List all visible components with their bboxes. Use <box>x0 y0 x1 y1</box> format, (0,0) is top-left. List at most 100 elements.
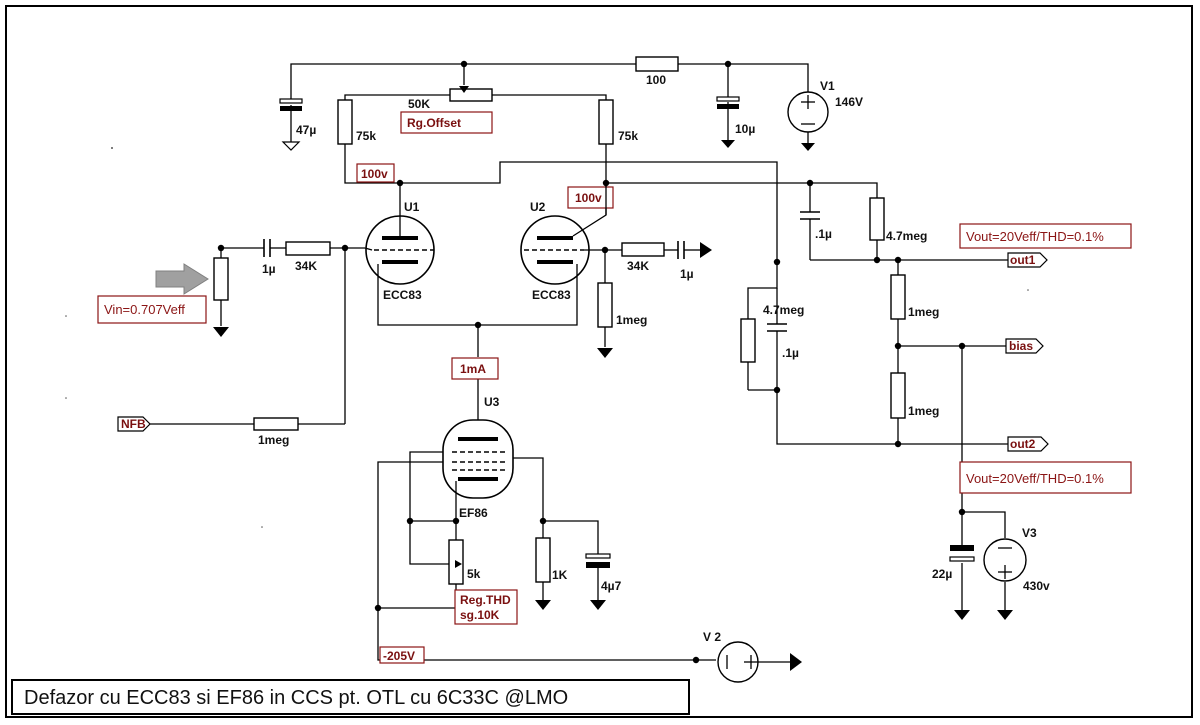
ground-icon <box>213 327 229 337</box>
capacitor-01u-mid <box>767 323 787 332</box>
label-v3-name: V3 <box>1022 526 1037 540</box>
label-r-47meg-top: 4.7meg <box>886 229 927 243</box>
note-vout2 <box>959 461 1132 494</box>
label-pot-50k: 50K <box>408 97 430 111</box>
voltage-source-v2 <box>696 641 802 683</box>
label-pot-5k: 5k <box>467 567 481 581</box>
label-v1-value: 146V <box>835 95 863 109</box>
label-c-47u: 47µ <box>296 123 316 137</box>
capacitor-1u-input <box>263 239 271 257</box>
resistor-4-7meg-top <box>869 197 885 241</box>
label-r-34k-out: 34K <box>627 259 649 273</box>
label-u3-type: EF86 <box>459 506 488 520</box>
label-u3-name: U3 <box>484 395 500 409</box>
label-r-1meg-grid: 1meg <box>616 313 647 327</box>
ground-icon <box>997 610 1013 620</box>
label-u2-name: U2 <box>530 200 546 214</box>
tag-neg-205v-text: -205V <box>383 649 415 663</box>
potentiometer-50k <box>449 88 493 102</box>
label-c-1u-out: 1µ <box>680 267 694 281</box>
port-bias-label: bias <box>1009 339 1033 353</box>
capacitor-4u7 <box>585 553 611 568</box>
triode-u2 <box>520 215 590 285</box>
note-vin <box>97 295 207 324</box>
arrow-right-icon <box>700 242 712 258</box>
resistor-34k-input <box>285 241 331 256</box>
port-out1: out1 <box>1007 252 1048 268</box>
title-box <box>11 679 690 715</box>
label-v2-name: V 2 <box>703 630 721 644</box>
tag-100v-left <box>356 163 395 183</box>
label-r-47meg-mid: 4.7meg <box>763 303 804 317</box>
resistor-4-7meg-mid <box>740 318 756 363</box>
input-wires <box>150 247 365 425</box>
port-out2: out2 <box>1007 436 1049 452</box>
tag-rg-offset-text: Rg.Offset <box>407 116 461 130</box>
resistor-1meg-top <box>890 274 906 320</box>
resistor-34k-output <box>621 242 665 257</box>
note-vout2-text: Vout=20Veff/THD=0.1% <box>966 471 1104 486</box>
resistor-1k <box>535 537 551 583</box>
label-r-75k-left: 75k <box>356 129 376 143</box>
note-vin-text: Vin=0.707Veff <box>104 302 185 317</box>
label-r-100: 100 <box>646 73 666 87</box>
ground-icon <box>721 140 735 148</box>
capacitor-1u-output <box>677 241 685 259</box>
port-bias: bias <box>1005 338 1044 354</box>
tag-100v-left-text: 100v <box>361 167 388 181</box>
diagram-title: Defazor cu ECC83 si EF86 in CCS pt. OTL … <box>24 687 568 709</box>
voltage-source-v1 <box>787 91 829 133</box>
ground-icon <box>535 600 551 610</box>
label-r-1k: 1K <box>552 568 568 582</box>
label-c-10u: 10µ <box>735 122 755 136</box>
tag-100v-right-text: 100v <box>575 191 602 205</box>
tag-rg-offset <box>400 111 493 134</box>
tag-1ma-text: 1mA <box>460 362 486 376</box>
tag-1ma <box>451 357 499 380</box>
label-u2-type: ECC83 <box>532 288 571 302</box>
note-vout1 <box>959 223 1132 249</box>
tag-reg-thd-line2: sg.10K <box>460 608 500 622</box>
resistor-75k-left <box>337 99 353 145</box>
capacitor-47u <box>279 98 303 111</box>
label-r-75k-right: 75k <box>618 129 638 143</box>
top-rail-wires <box>290 63 809 143</box>
resistor-1meg-bottom <box>890 372 906 419</box>
capacitor-10u <box>716 96 740 109</box>
resistor-1meg-nfb <box>253 417 299 431</box>
label-r-34k-in: 34K <box>295 259 317 273</box>
tag-neg-205v <box>379 646 425 664</box>
resistor-100 <box>635 56 679 72</box>
pentode-u3 <box>442 419 514 499</box>
port-out1-label: out1 <box>1010 253 1036 267</box>
label-v1-name: V1 <box>820 79 835 93</box>
port-nfb-label: NFB <box>121 417 146 431</box>
label-r-1meg-nfb: 1meg <box>258 433 289 447</box>
ground-icon <box>590 600 606 610</box>
label-c-1u-in: 1µ <box>262 262 276 276</box>
tag-100v-right <box>567 186 614 209</box>
capacitor-01u-top <box>800 211 820 220</box>
label-u1-type: ECC83 <box>383 288 422 302</box>
potentiometer-100k <box>213 257 229 301</box>
tag-reg-thd-line1: Reg.THD <box>460 593 511 607</box>
voltage-source-v3 <box>983 538 1027 582</box>
resistor-1meg-grid <box>597 282 613 328</box>
tag-reg-thd <box>454 589 518 625</box>
label-c-01u-top: .1µ <box>815 227 832 241</box>
capacitor-22u <box>949 545 975 562</box>
port-out2-label: out2 <box>1010 437 1036 451</box>
ground-icon <box>597 348 613 358</box>
v3-wires <box>961 511 1006 610</box>
label-u1-name: U1 <box>404 200 420 214</box>
ground-icon <box>281 141 301 151</box>
label-r-1meg-bot: 1meg <box>908 404 939 418</box>
label-c-22u: 22µ <box>932 567 952 581</box>
label-c-01u-mid: .1µ <box>782 346 799 360</box>
note-vout1-text: Vout=20Veff/THD=0.1% <box>966 229 1104 244</box>
label-r-1meg-top: 1meg <box>908 305 939 319</box>
ground-icon <box>954 610 970 620</box>
ground-icon <box>801 143 815 151</box>
port-nfb: NFB <box>117 416 151 432</box>
